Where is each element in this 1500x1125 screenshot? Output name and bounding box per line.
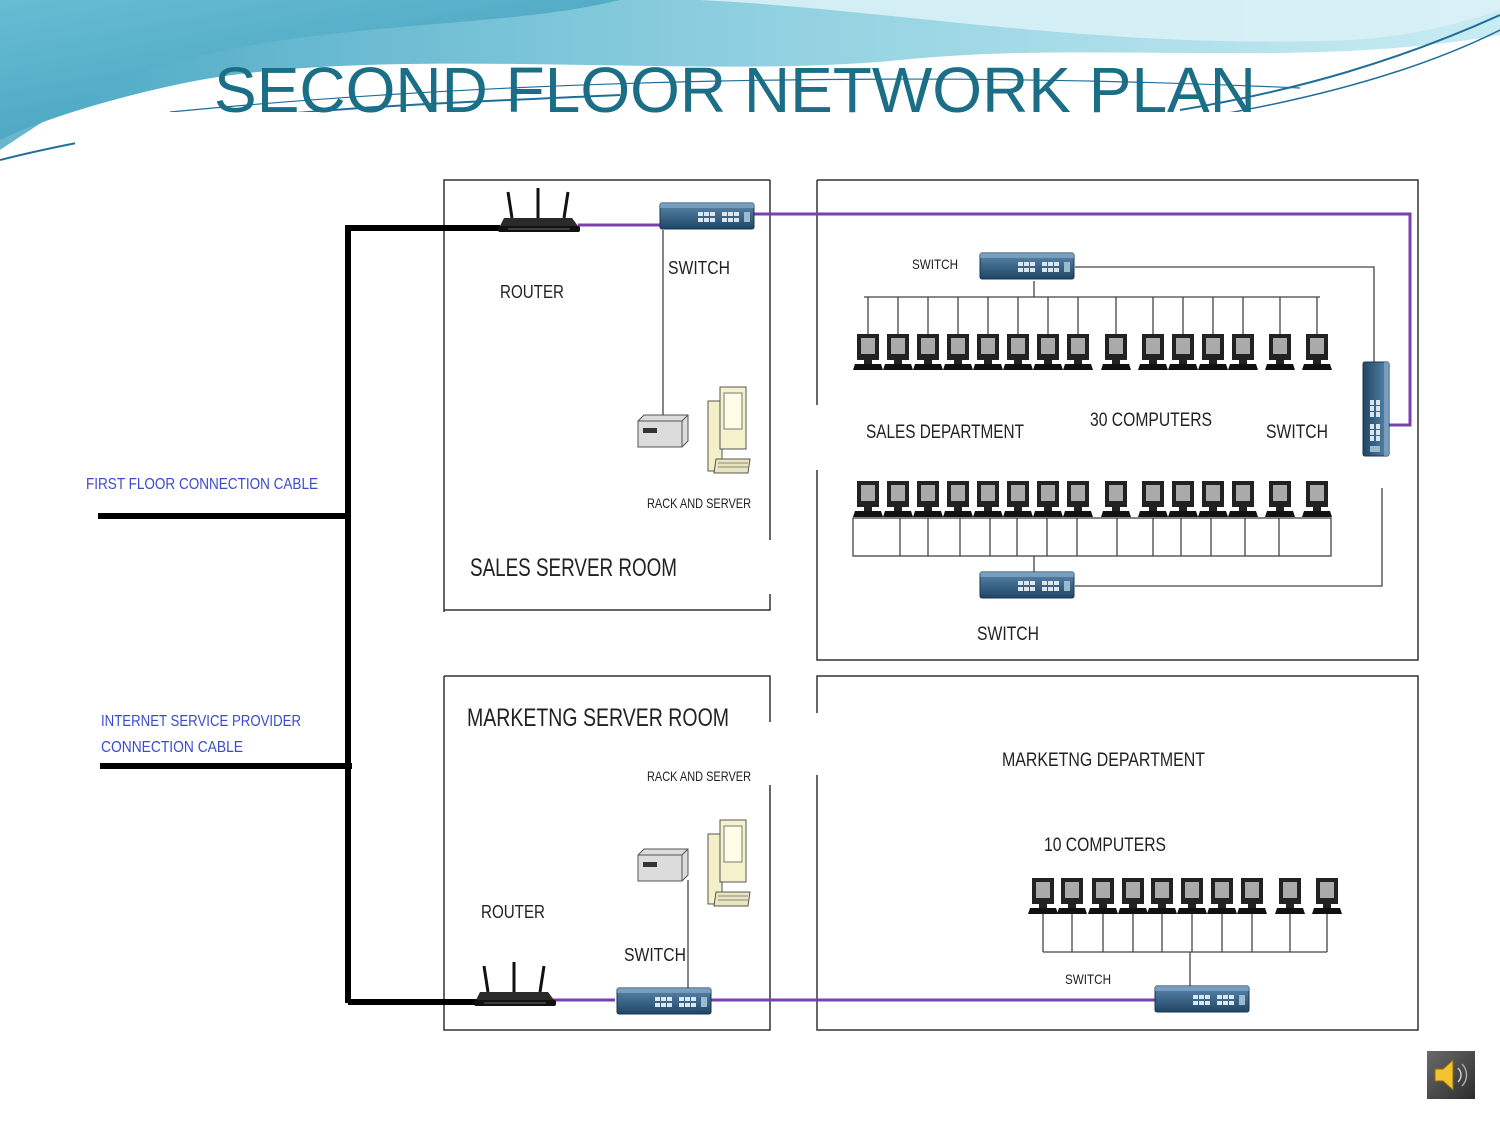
sales-right-switch-icon bbox=[1362, 361, 1390, 457]
sales-computer-icon bbox=[943, 481, 973, 517]
sales-computer-icon bbox=[943, 334, 973, 370]
sales-rack-label: RACK AND SERVER bbox=[647, 495, 751, 511]
marketing-computer-icon bbox=[1147, 878, 1177, 914]
sales-computer-icon bbox=[1003, 334, 1033, 370]
speaker-icon[interactable] bbox=[1427, 1051, 1475, 1099]
sales-computer-icon bbox=[853, 481, 883, 517]
sales-computer-icon bbox=[1063, 334, 1093, 370]
sales-computer-icon bbox=[1198, 334, 1228, 370]
marketing-rack-box-icon bbox=[637, 848, 689, 882]
sales-computer-icon bbox=[1033, 481, 1063, 517]
header-wave-decoration bbox=[0, 0, 1500, 169]
marketing-computer-icon bbox=[1088, 878, 1118, 914]
page-title: SECOND FLOOR NETWORK PLAN bbox=[214, 54, 1256, 126]
marketing-computer-icon bbox=[1237, 878, 1267, 914]
sales-computer-icon bbox=[883, 334, 913, 370]
sales-computer-icon bbox=[1101, 481, 1131, 517]
sales-switch-label: SWITCH bbox=[668, 258, 730, 278]
marketing-computer-icon bbox=[1207, 878, 1237, 914]
marketing-switch-label: SWITCH bbox=[1065, 971, 1111, 987]
sales-computer-icon bbox=[1302, 481, 1332, 517]
isp-cable-label-line2: CONNECTION CABLE bbox=[101, 739, 243, 756]
sales-computer-icon bbox=[1138, 334, 1168, 370]
sales-top-switch-icon bbox=[979, 252, 1075, 280]
marketing-department-switch-icon bbox=[1154, 985, 1250, 1013]
purple-cables bbox=[552, 212, 1412, 1002]
sales-computer-icon bbox=[1138, 481, 1168, 517]
sales-computer-icon bbox=[1198, 481, 1228, 517]
marketing-bus bbox=[1042, 914, 1328, 953]
sales-bottom-switch-label: SWITCH bbox=[977, 624, 1039, 645]
sales-computer-icon bbox=[1168, 481, 1198, 517]
sales-computer-count: 30 COMPUTERS bbox=[1090, 410, 1212, 431]
trunk-cables bbox=[98, 225, 500, 1005]
sales-server-room-title: SALES SERVER ROOM bbox=[470, 554, 677, 582]
sales-rack-box-icon bbox=[637, 414, 689, 448]
marketing-computer-icon bbox=[1028, 878, 1058, 914]
sales-bottom-switch-icon bbox=[979, 571, 1075, 599]
sales-computer-icon bbox=[1168, 334, 1198, 370]
sales-computer-icon bbox=[1302, 334, 1332, 370]
sales-computer-icon bbox=[973, 334, 1003, 370]
room-borders bbox=[443, 179, 1419, 1031]
sales-computer-icon bbox=[1033, 334, 1063, 370]
marketing-rack-label: RACK AND SERVER bbox=[647, 768, 751, 784]
marketing-router-label: ROUTER bbox=[481, 902, 545, 922]
sales-top-switch-label: SWITCH bbox=[912, 256, 958, 272]
marketing-computer-icon bbox=[1177, 878, 1207, 914]
marketing-switch-label: SWITCH bbox=[624, 945, 686, 965]
sales-computer-icon bbox=[973, 481, 1003, 517]
sales-router-label: ROUTER bbox=[500, 282, 564, 302]
marketing-computer-icon bbox=[1057, 878, 1087, 914]
sales-top-bus bbox=[864, 296, 1320, 334]
sales-computer-icon bbox=[1265, 334, 1295, 370]
sales-computer-icon bbox=[913, 481, 943, 517]
marketing-computer-icon bbox=[1275, 878, 1305, 914]
sales-computer-icon bbox=[913, 334, 943, 370]
sales-department-title: SALES DEPARTMENT bbox=[866, 422, 1024, 443]
sales-bottom-bus bbox=[852, 517, 1332, 557]
sales-computer-icon bbox=[1228, 334, 1258, 370]
sales-computer-icon bbox=[853, 334, 883, 370]
sales-computer-icon bbox=[883, 481, 913, 517]
marketing-server-switch-icon bbox=[616, 987, 712, 1015]
marketing-server-room-title: MARKETNG SERVER ROOM bbox=[467, 704, 729, 732]
sales-server-switch-icon bbox=[659, 202, 755, 230]
isp-cable-label-line1: INTERNET SERVICE PROVIDER bbox=[101, 713, 301, 730]
marketing-computer-icon bbox=[1312, 878, 1342, 914]
marketing-computer-count: 10 COMPUTERS bbox=[1044, 835, 1166, 856]
sales-computer-icon bbox=[1265, 481, 1295, 517]
first-floor-cable-label: FIRST FLOOR CONNECTION CABLE bbox=[86, 476, 318, 493]
sales-right-switch-label: SWITCH bbox=[1266, 422, 1328, 443]
sales-computer-icon bbox=[1063, 481, 1093, 517]
sales-computer-icon bbox=[1003, 481, 1033, 517]
marketing-computers bbox=[1028, 878, 1342, 914]
marketing-department-title: MARKETNG DEPARTMENT bbox=[1002, 750, 1205, 771]
marketing-computer-icon bbox=[1118, 878, 1148, 914]
sales-computer-icon bbox=[1228, 481, 1258, 517]
sales-computer-icon bbox=[1101, 334, 1131, 370]
